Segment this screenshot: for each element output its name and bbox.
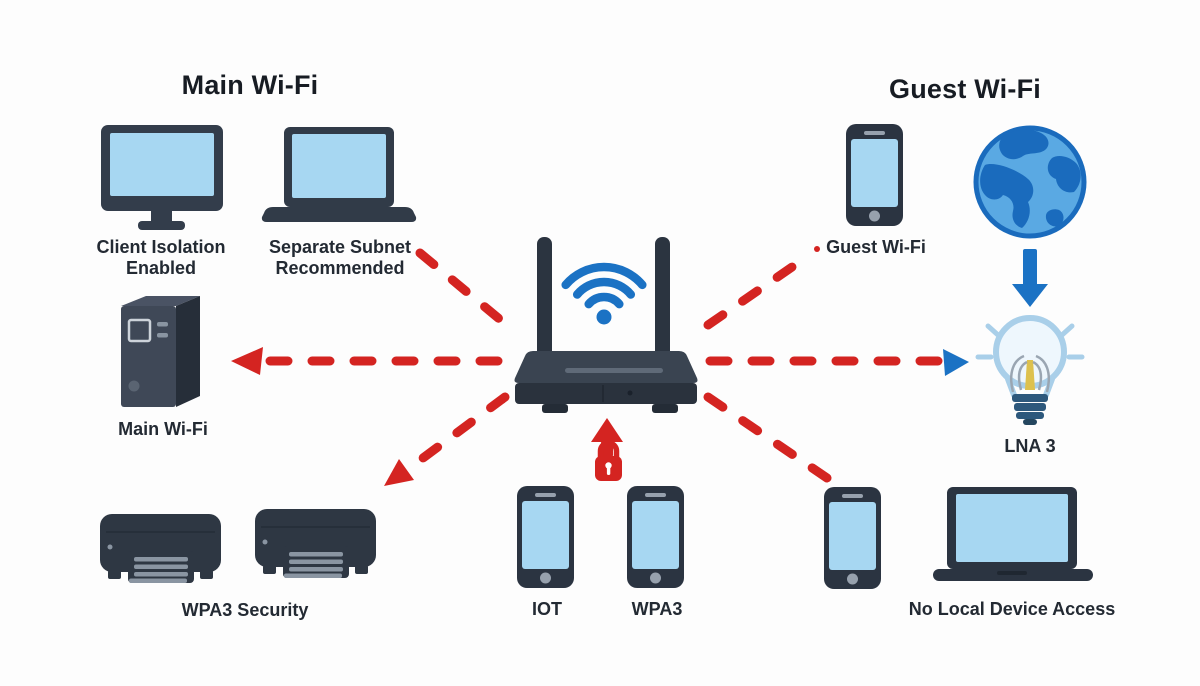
server-tower-icon	[121, 296, 200, 407]
server-main-wifi-label: Main Wi-Fi	[118, 419, 208, 439]
smartphone-icon	[517, 486, 574, 588]
desktop-monitor-icon	[101, 125, 223, 230]
link-router-guest-phone	[703, 251, 813, 330]
guest-wifi-title: Guest Wi-Fi	[889, 74, 1041, 104]
printer-icon	[99, 513, 222, 584]
main-wifi-title: Main Wi-Fi	[181, 70, 319, 100]
iot-label: IOT	[532, 599, 562, 619]
guest-phone-label: Guest Wi-Fi	[826, 237, 926, 257]
down-arrow-icon	[1012, 249, 1048, 307]
laptop-icon	[261, 127, 417, 222]
lightbulb-icon	[975, 315, 1085, 425]
link-router-guest-devices	[703, 392, 832, 483]
wpa3-security-label: WPA3 Security	[181, 600, 309, 620]
left-arrowhead-icon	[231, 347, 263, 375]
down-left-arrowhead-icon	[384, 459, 414, 486]
blue-right-arrowhead-icon	[943, 349, 969, 376]
link-dots	[500, 246, 820, 404]
laptop-icon	[933, 487, 1093, 581]
red-dashed-links	[250, 248, 945, 483]
no-local-access-label: No Local Device Access	[908, 599, 1116, 619]
separate-subnet-label: Separate Subnet Recommended	[268, 237, 412, 279]
wifi-signal-icon	[561, 262, 647, 325]
lock-icon	[595, 440, 622, 481]
globe-icon	[973, 125, 1087, 239]
client-isolation-label: Client Isolation Enabled	[96, 237, 226, 279]
printer-icon	[254, 508, 377, 579]
link-laptop-router	[415, 248, 514, 332]
wifi-router-icon	[514, 237, 698, 413]
link-router-printers	[410, 392, 510, 469]
wpa3-label: WPA3	[631, 599, 683, 619]
bulb-label: LNA 3	[1004, 436, 1056, 456]
smartphone-icon	[846, 124, 903, 226]
smartphone-icon	[627, 486, 684, 588]
smartphone-icon	[824, 487, 881, 589]
